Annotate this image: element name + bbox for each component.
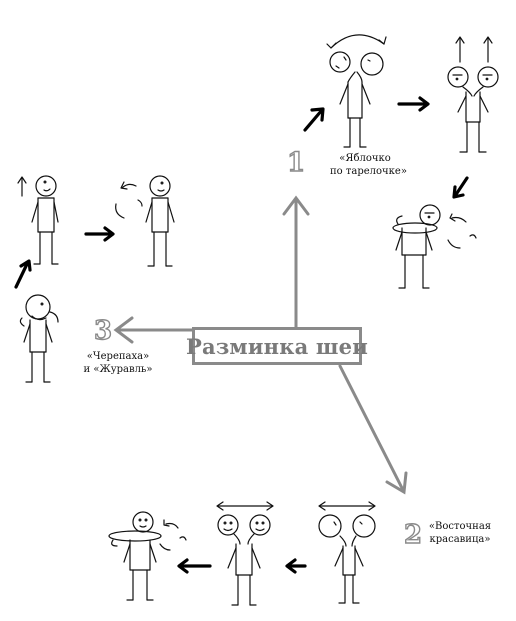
exercise-number-2: 2	[403, 520, 423, 550]
diagram-title: Разминка шеи	[186, 333, 368, 359]
caption-line: «Черепаха»	[86, 351, 150, 362]
step-arrow-icon	[452, 176, 469, 199]
caption-line: красавица»	[429, 534, 491, 545]
step-arrow-icon	[14, 259, 32, 289]
exercise-number-1: 1	[286, 148, 306, 178]
step-arrow-icon	[303, 107, 325, 132]
connector-arrow-up	[282, 195, 310, 329]
caption-line: «Яблочко	[339, 153, 391, 164]
stick-figure	[392, 204, 477, 289]
stick-figure	[108, 511, 187, 601]
step-arrow-icon	[84, 226, 115, 242]
step-arrow-icon	[285, 558, 307, 574]
step-arrow-icon	[397, 96, 430, 112]
step-arrow-icon	[177, 558, 212, 574]
title-box: Разминка шеи	[186, 327, 368, 365]
caption-line: и «Журавль»	[83, 364, 153, 375]
stick-figure	[447, 36, 499, 153]
connector-arrow-down-right	[338, 364, 408, 495]
stick-figure	[318, 501, 376, 604]
caption-line: по тарелочке»	[330, 166, 407, 177]
exercise-caption-2: «Восточная красавица»	[424, 520, 496, 546]
stick-figure	[19, 294, 59, 383]
exercise-caption-3: «Черепаха» и «Журавль»	[78, 350, 158, 376]
exercise-number-3: 3	[93, 316, 113, 346]
caption-line: «Восточная	[428, 521, 492, 532]
exercise-caption-1: «Яблочко по тарелочке»	[330, 152, 407, 178]
stick-figure	[17, 175, 59, 265]
stick-figure	[216, 501, 274, 606]
stick-figure	[326, 34, 387, 148]
stick-figure	[115, 175, 175, 267]
connector-arrow-left	[113, 316, 194, 344]
